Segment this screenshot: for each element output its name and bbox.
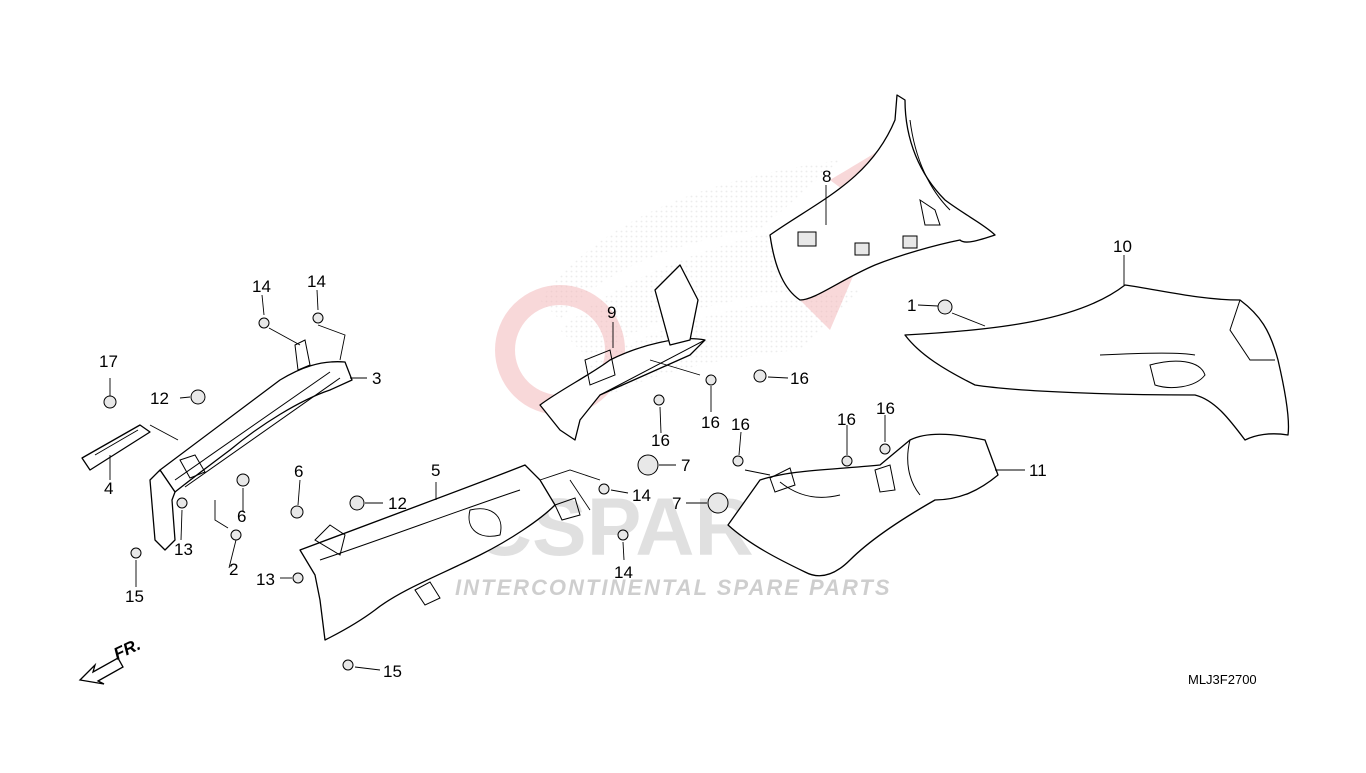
diagram-code: MLJ3F2700: [1188, 672, 1257, 687]
callout-1: 1: [907, 296, 916, 315]
callout-14a: 14: [252, 277, 271, 296]
front-direction-marker: FR.: [78, 635, 144, 685]
part-8-inner-panel: [769, 94, 996, 301]
callout-16e: 16: [837, 410, 856, 429]
part-5-lower-side-cover: [299, 464, 581, 641]
callout-8: 8: [822, 167, 831, 186]
callout-14d: 14: [614, 563, 633, 582]
grommet-1: [937, 299, 953, 315]
grommet-7b: [707, 492, 729, 514]
part-11-lower-cover: [727, 433, 999, 577]
callout-7b: 7: [672, 494, 681, 513]
fasteners: [103, 299, 953, 671]
callouts: 1 2 3 4 5 6 6 7 7 8 9 10 11 12 12 13 13 …: [99, 167, 1132, 681]
callout-16d: 16: [731, 415, 750, 434]
callout-6a: 6: [237, 507, 246, 526]
part-4-strip: [81, 424, 151, 471]
callout-16c: 16: [651, 431, 670, 450]
callout-4: 4: [104, 479, 113, 498]
callout-13b: 13: [256, 570, 275, 589]
callout-16a: 16: [790, 369, 809, 388]
callout-11: 11: [1029, 461, 1047, 480]
leader-lines: [109, 185, 1125, 671]
watermark-tagline: INTERCONTINENTAL SPARE PARTS: [455, 575, 892, 600]
part-10-rear-cowl: [904, 284, 1290, 441]
callout-10: 10: [1113, 237, 1132, 256]
callout-16b: 16: [701, 413, 720, 432]
callout-5: 5: [431, 461, 440, 480]
callout-14b: 14: [307, 272, 326, 291]
grommet-7a: [637, 454, 659, 476]
callout-7a: 7: [681, 456, 690, 475]
callout-12b: 12: [388, 494, 407, 513]
callout-14c: 14: [632, 486, 651, 505]
callout-13a: 13: [174, 540, 193, 559]
callout-15b: 15: [383, 662, 402, 681]
callout-16f: 16: [876, 399, 895, 418]
callout-15a: 15: [125, 587, 144, 606]
callout-9: 9: [607, 303, 616, 322]
callout-6b: 6: [294, 462, 303, 481]
arrow-icon: [78, 657, 124, 685]
callout-12a: 12: [150, 389, 169, 408]
part-3-long-bracket: [149, 339, 353, 551]
callout-2: 2: [229, 560, 238, 579]
callout-17: 17: [99, 352, 118, 371]
callout-3: 3: [372, 369, 381, 388]
